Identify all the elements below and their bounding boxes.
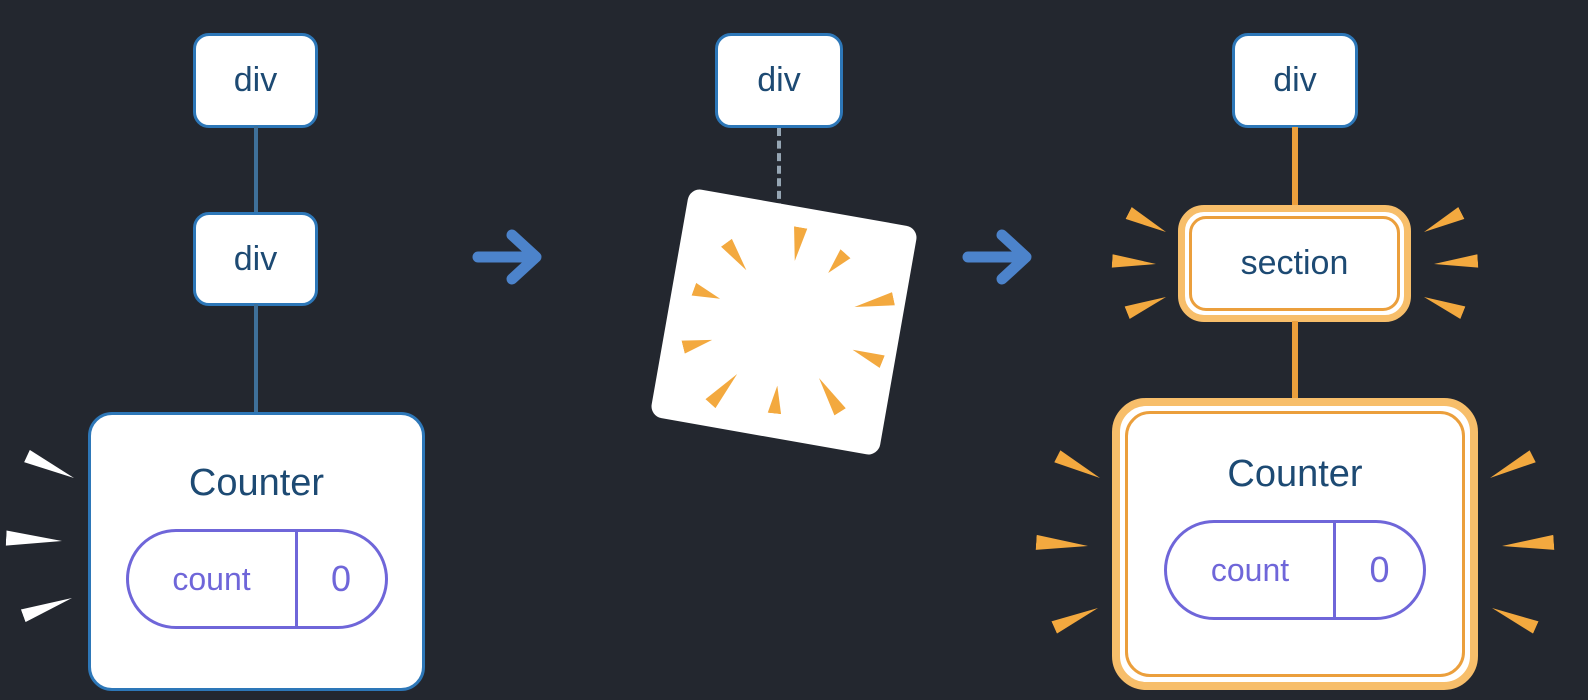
- spark-icon: [1035, 533, 1088, 555]
- removed-subtree-poof-icon: [649, 187, 919, 457]
- tree-connector: [254, 304, 258, 414]
- spark-icon: [6, 529, 63, 550]
- state-pill: count 0: [1164, 520, 1426, 620]
- spark-icon: [720, 238, 753, 275]
- spark-icon: [1112, 253, 1157, 272]
- tree-node-root-div: div: [193, 33, 318, 128]
- state-pill: count 0: [125, 529, 388, 629]
- spark-icon: [704, 369, 743, 409]
- tree-node-root-div: div: [715, 33, 843, 128]
- state-value: 0: [330, 558, 352, 599]
- component-label: Counter: [1227, 453, 1363, 495]
- component-node-counter: Counter count 0: [88, 412, 425, 691]
- spark-icon: [691, 282, 723, 307]
- state-value: 0: [1369, 549, 1390, 590]
- spark-icon: [1421, 290, 1466, 321]
- node-label: section: [1240, 244, 1349, 282]
- tree-connector: [1292, 321, 1298, 400]
- spark-icon: [1054, 449, 1104, 485]
- spark-icon: [1489, 601, 1539, 635]
- pill-divider: [1333, 523, 1336, 617]
- spark-icon: [1420, 206, 1465, 239]
- spark-icon: [1124, 290, 1169, 321]
- tree-connector: [254, 126, 258, 214]
- spark-icon: [1125, 206, 1170, 239]
- arrow-right-icon: [472, 229, 542, 285]
- state-key-label: count: [1210, 551, 1290, 588]
- spark-icon: [23, 449, 77, 485]
- tree-connector: [1292, 127, 1298, 207]
- tree-node-child-div: div: [193, 212, 318, 306]
- node-label: div: [1273, 61, 1317, 99]
- spark-icon: [20, 590, 74, 623]
- node-label: div: [757, 61, 801, 99]
- arrow-right-icon: [962, 229, 1032, 285]
- tree-node-root-div: div: [1232, 33, 1358, 128]
- spark-icon: [1486, 449, 1536, 485]
- spark-icon: [822, 248, 851, 278]
- spark-icon: [1501, 533, 1554, 555]
- spark-icon: [853, 291, 895, 315]
- state-key-label: count: [172, 560, 251, 597]
- spark-icon: [850, 342, 886, 369]
- spark-icon: [787, 226, 809, 262]
- spark-icon: [812, 374, 847, 416]
- spark-icon: [681, 332, 714, 355]
- tree-node-section-highlighted: section: [1178, 205, 1411, 322]
- pill-divider: [294, 532, 298, 626]
- tree-connector-detached: [777, 128, 781, 224]
- node-label: div: [233, 239, 278, 278]
- component-node-counter-highlighted: Counter count 0: [1112, 398, 1478, 690]
- node-label: div: [233, 61, 278, 99]
- spark-icon: [1433, 253, 1478, 272]
- spark-icon: [1051, 601, 1101, 635]
- spark-icon: [766, 385, 785, 415]
- component-label: Counter: [188, 462, 325, 504]
